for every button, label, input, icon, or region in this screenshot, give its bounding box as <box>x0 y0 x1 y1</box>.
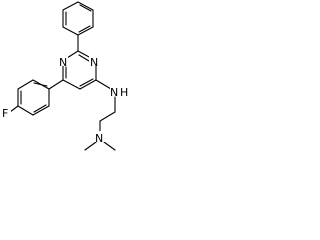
bond-fp-fluorine <box>9 105 19 113</box>
molecule-structure-diagram: F N N N H N <box>2 1 130 151</box>
bond-fp-4 <box>17 105 34 116</box>
bond-fp-5-inner <box>33 104 47 113</box>
bond-pyr-c4-c5-inner <box>79 78 94 87</box>
bonds <box>9 1 116 151</box>
bond-phenyl-4 <box>62 26 79 36</box>
bond-c4-nh <box>95 79 112 90</box>
bond-phenyl-3-inner <box>78 25 91 33</box>
bond-pyr-c4-c5 <box>79 79 97 90</box>
bond-phenyl-6 <box>62 1 79 11</box>
atom-amine-n: N <box>110 86 118 99</box>
atom-amine-h: H <box>120 86 128 99</box>
bond-pyr-n1-c2 <box>66 50 79 59</box>
atom-fluorine: F <box>2 107 8 120</box>
bond-phenyl-1-inner <box>79 4 92 12</box>
bond-pyr-c5-c6 <box>62 79 81 90</box>
bond-phenyl-3 <box>77 26 94 36</box>
bond-fp-2 <box>17 79 34 90</box>
atom-dimethyl-n: N <box>95 132 103 145</box>
atom-ring-n-bottom: N <box>59 56 67 69</box>
atom-labels: F N N N H N <box>2 55 130 145</box>
bond-fp-1-inner <box>33 82 48 87</box>
bond-pyr-c2-n3 <box>77 50 92 59</box>
atom-ring-n-top: N <box>90 56 98 69</box>
bond-phenyl-1 <box>77 1 94 11</box>
bond-n-methyl-left <box>84 141 97 151</box>
bond-n-methyl-right <box>103 141 116 151</box>
bond-pyr-c2-n3-inner <box>78 54 90 62</box>
bond-ch2-ch2 <box>99 111 116 122</box>
bond-pyr-fluorophenyl <box>48 79 64 90</box>
bond-fp-5 <box>32 105 50 116</box>
